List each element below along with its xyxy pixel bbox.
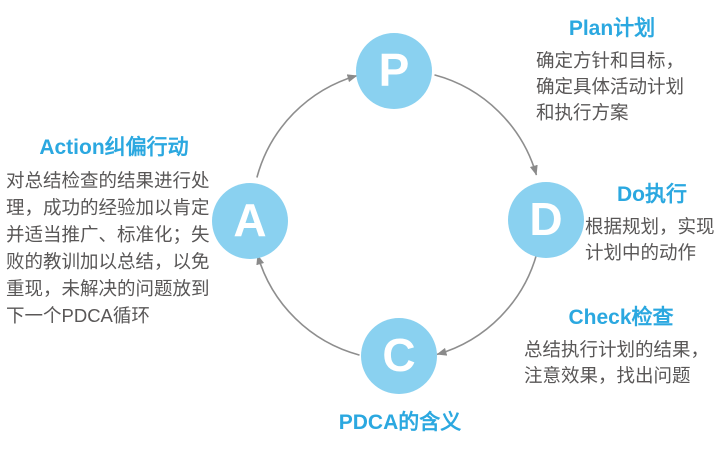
arc-a-to-p: [256, 74, 358, 178]
action-title: Action纠偏行动: [39, 136, 189, 159]
check-section: Check检查 总结执行计划的结果， 注意效果，找出问题: [524, 304, 718, 389]
check-body-line: 注意效果，找出问题: [524, 365, 691, 386]
node-plan-letter: P: [378, 44, 410, 96]
node-check: C: [361, 318, 437, 394]
do-body-line: 根据规划，实现: [585, 216, 715, 237]
arc-p-to-d: [434, 74, 538, 176]
action-body-line: 败的教训加以总结，以免: [6, 251, 210, 272]
action-body-line: 对总结检查的结果进行处: [6, 170, 210, 191]
node-plan: P: [356, 33, 432, 109]
check-title: Check检查: [568, 306, 674, 329]
action-body-line: 重现，未解决的问题放到: [6, 278, 210, 299]
action-body-line: 下一个PDCA循环: [6, 305, 150, 326]
node-do-letter: D: [529, 193, 563, 245]
node-do: D: [508, 182, 584, 258]
arc-c-to-a: [256, 254, 360, 356]
action-body-line: 理，成功的经验加以肯定: [6, 197, 210, 218]
do-body-line: 计划中的动作: [585, 242, 697, 263]
do-title: Do执行: [617, 183, 687, 206]
arc-d-to-c: [436, 252, 538, 356]
action-body-line: 并适当推广、标准化；失: [6, 224, 210, 245]
plan-section: Plan计划 确定方针和目标， 确定具体活动计划 和执行方案: [536, 15, 688, 126]
node-check-letter: C: [382, 329, 416, 381]
plan-body-line: 确定具体活动计划: [536, 76, 685, 97]
node-action: A: [212, 183, 288, 259]
node-action-letter: A: [233, 194, 267, 246]
plan-body-line: 确定方针和目标，: [536, 50, 685, 71]
diagram-title: PDCA的含义: [338, 411, 462, 434]
do-section: Do执行 根据规划，实现 计划中的动作: [585, 181, 719, 266]
plan-title: Plan计划: [568, 17, 656, 40]
check-body-line: 总结执行计划的结果，: [524, 339, 710, 360]
action-section: Action纠偏行动 对总结检查的结果进行处 理，成功的经验加以肯定 并适当推广…: [6, 134, 222, 329]
plan-body-line: 和执行方案: [536, 102, 629, 123]
